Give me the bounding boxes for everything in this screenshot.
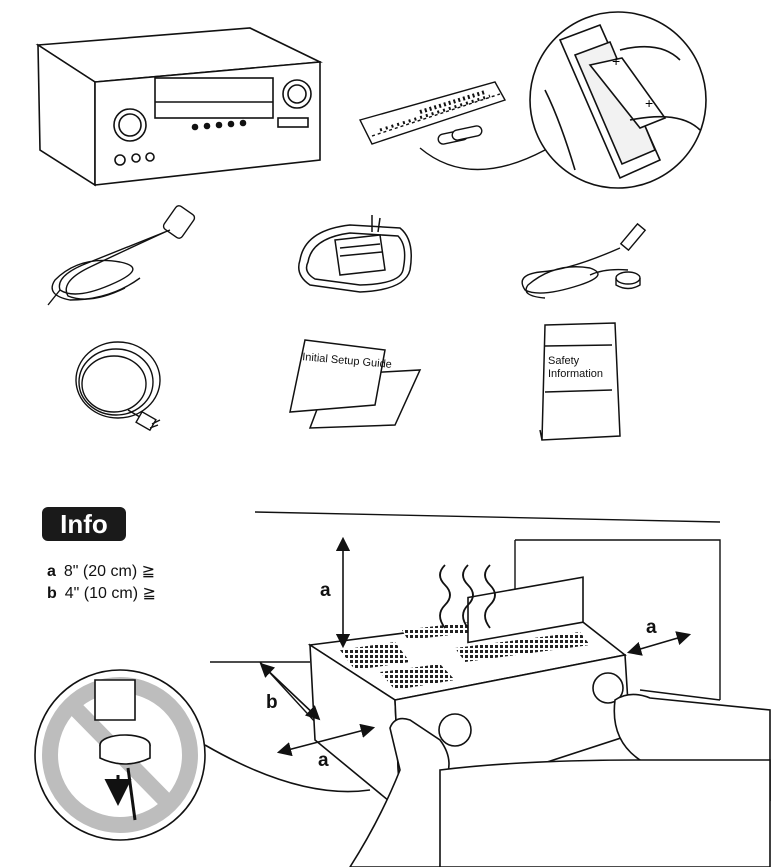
battery-plus-mark-1: + [612, 53, 620, 69]
legend-key-a: a [47, 563, 56, 580]
clearance-label-rear: b [266, 692, 278, 713]
hands-illustration [349, 693, 771, 867]
setup-microphone-illustration [521, 222, 647, 299]
battery-plus-mark-2: + [645, 95, 653, 111]
safety-information-illustration [539, 322, 621, 441]
am-loop-antenna-illustration [298, 215, 412, 293]
legend-text-a: 8" (20 cm) ≧ [63, 563, 156, 580]
clearance-arrows [259, 536, 692, 757]
clearance-label-side: a [646, 617, 657, 638]
clearance-label-top: a [320, 580, 331, 601]
remote-control-illustration [358, 81, 546, 171]
battery-insertion-illustration [529, 11, 707, 189]
heat-waves [439, 564, 496, 629]
clearance-legend-b: b 4" (10 cm) ≧ [47, 584, 156, 604]
clearance-label-front: a [318, 750, 329, 771]
info-badge: Info [42, 507, 126, 541]
clearance-legend-a: a 8" (20 cm) ≧ [47, 562, 155, 582]
initial-setup-guide-illustration [289, 339, 422, 429]
av-receiver-illustration [35, 27, 323, 187]
safety-info-title-line1: Safety [548, 355, 580, 367]
safety-info-title-line2: Information [548, 368, 604, 380]
fm-antenna-illustration [47, 205, 196, 306]
power-cord-illustration [75, 341, 161, 432]
no-foot-removal-warning [34, 669, 371, 841]
legend-text-b: 4" (10 cm) ≧ [64, 585, 156, 602]
legend-key-b: b [47, 585, 57, 602]
